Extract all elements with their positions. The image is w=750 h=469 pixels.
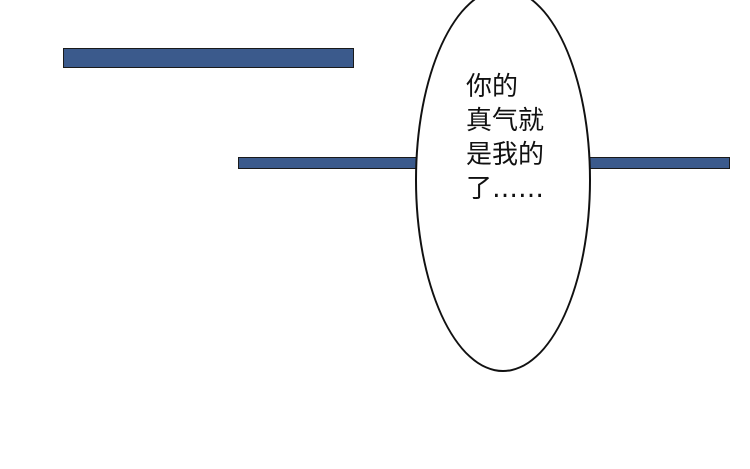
speech-line: 是我的 bbox=[466, 140, 545, 170]
speech-line: 了…… bbox=[466, 174, 545, 204]
speech-bubble bbox=[415, 0, 591, 372]
speed-bar-top bbox=[63, 48, 354, 68]
speech-text: 你的 真气就 是我的 了…… bbox=[466, 70, 544, 206]
speech-line: 真气就 bbox=[466, 106, 545, 136]
speech-line: 你的 bbox=[466, 72, 519, 102]
